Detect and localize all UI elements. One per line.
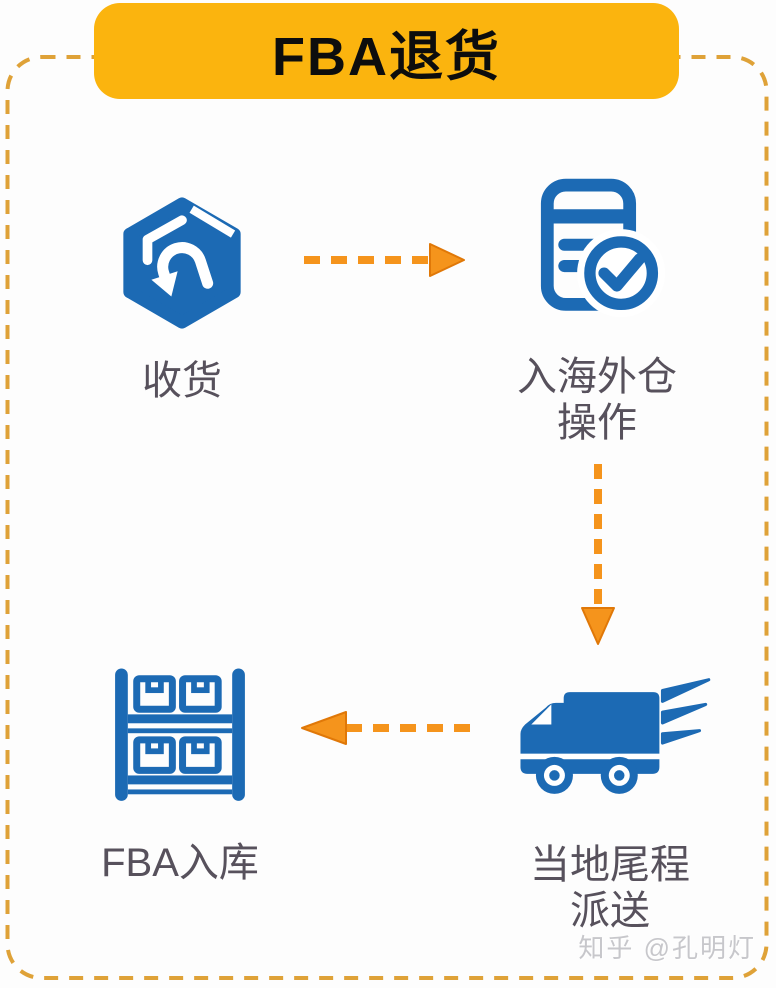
rear-wheel [600, 756, 638, 794]
warehouse-shelf-icon [115, 668, 245, 801]
arrow-down-icon [581, 464, 615, 645]
step-label: 入海外仓 操作 [517, 355, 677, 445]
step-last-mile-delivery: 当地尾程 派送 [500, 672, 720, 934]
arrow-right-icon [304, 243, 465, 277]
watermark: 知乎 @孔明灯 [578, 933, 756, 963]
step-label: 当地尾程 派送 [530, 843, 690, 933]
step-receive: 收货 [72, 194, 292, 404]
delivery-truck-icon [520, 678, 711, 794]
front-wheel [535, 756, 573, 794]
page-title: FBA退货 [272, 26, 501, 87]
document-check-icon [540, 178, 666, 318]
step-label: FBA入库 [101, 841, 259, 885]
title-banner: FBA退货 [94, 3, 679, 99]
step-overseas-warehouse: 入海外仓 操作 [487, 178, 707, 446]
step-fba-inbound: FBA入库 [70, 666, 290, 886]
step-label: 收货 [142, 359, 222, 403]
return-box-icon [123, 197, 241, 329]
arrow-left-icon [301, 711, 470, 745]
